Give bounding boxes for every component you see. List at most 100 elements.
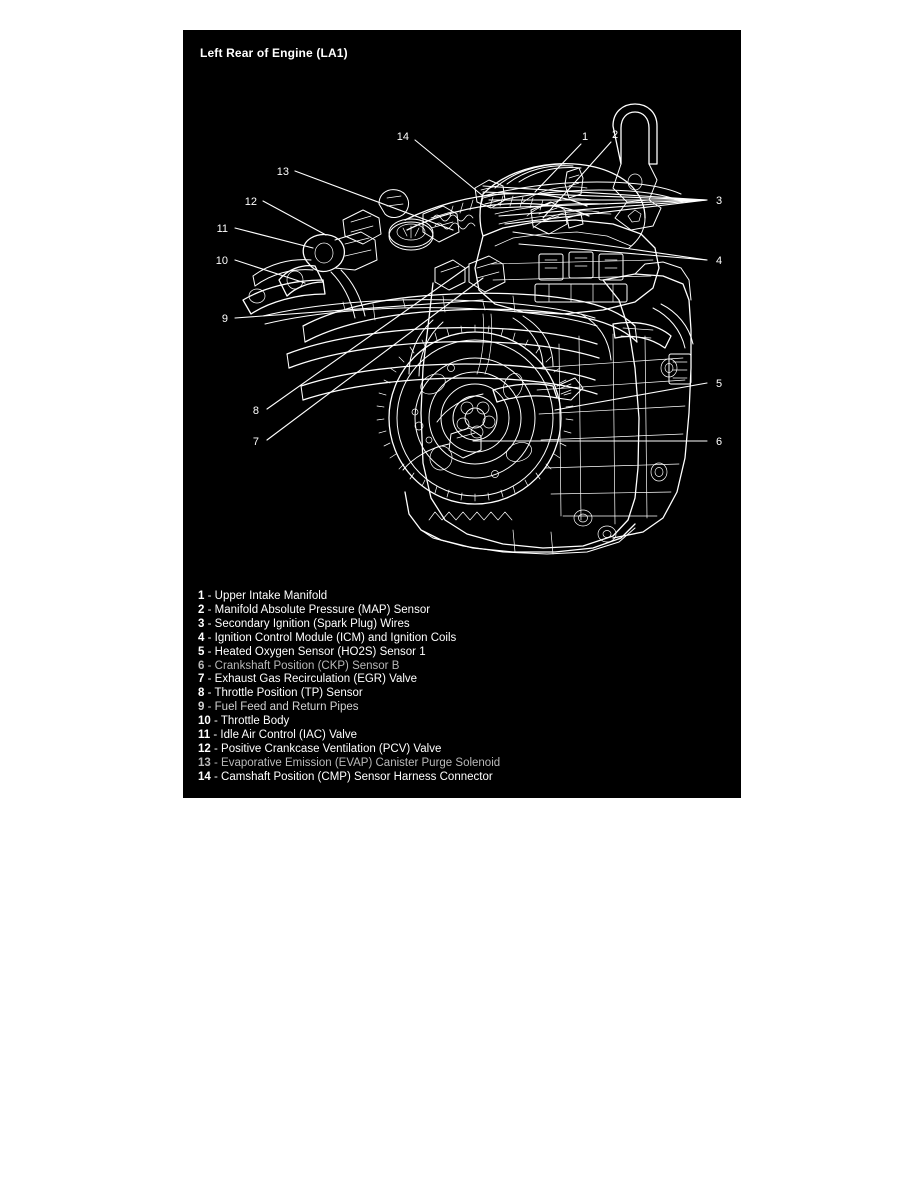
figure-panel: Left Rear of Engine (LA1) .ln { fill:non… [183, 30, 741, 798]
legend-item: 8 - Throttle Position (TP) Sensor [193, 687, 733, 701]
legend-item: 1 - Upper Intake Manifold [193, 590, 733, 604]
legend-item: 3 - Secondary Ignition (Spark Plug) Wire… [193, 618, 733, 632]
legend-label: Idle Air Control (IAC) Valve [220, 729, 357, 742]
iac-valve [342, 209, 382, 245]
legend-number: 5 [198, 645, 205, 658]
callout-13: 13 [277, 166, 289, 178]
legend-dash: - [207, 631, 212, 644]
leader-3a [482, 185, 708, 201]
tp-sensor [434, 259, 466, 291]
accessory-brackets [242, 259, 366, 319]
callout-1: 1 [582, 131, 588, 143]
legend-number: 13 [198, 756, 211, 769]
legend-number: 6 [198, 659, 205, 672]
legend-label: Upper Intake Manifold [214, 590, 328, 602]
legend-dash: - [214, 742, 218, 755]
callout-8: 8 [253, 405, 259, 417]
legend-number: 8 [198, 687, 205, 700]
legend-item: 5 - Heated Oxygen Sensor (HO2S) Sensor 1 [193, 646, 733, 660]
throttle-body-assembly [278, 231, 378, 297]
legend-dash: - [207, 673, 212, 686]
legend-label: Throttle Position (TP) Sensor [214, 687, 363, 700]
callout-6: 6 [716, 436, 722, 448]
flywheel-assembly [376, 324, 574, 505]
legend-dash: - [207, 617, 212, 630]
ignition-coils-icm [534, 251, 628, 303]
callout-5: 5 [716, 378, 722, 390]
leader-3b [482, 191, 708, 201]
ckp-sensor-b [402, 427, 482, 471]
legend-label: Positive Crankcase Ventilation (PCV) Val… [221, 742, 442, 755]
callout-14: 14 [397, 131, 409, 143]
leader-8 [266, 265, 470, 410]
leader-10 [234, 259, 306, 284]
legend-item: 11 - Idle Air Control (IAC) Valve [193, 729, 733, 743]
leader-3e [498, 199, 708, 217]
leader-13 [294, 170, 454, 231]
legend-item: 9 - Fuel Feed and Return Pipes [193, 701, 733, 715]
legend-item: 4 - Ignition Control Module (ICM) and Ig… [193, 632, 733, 646]
legend-dash: - [213, 729, 218, 742]
engine-lift-bracket [612, 103, 662, 231]
legend-number: 10 [198, 715, 211, 728]
leader-3d [492, 199, 708, 209]
legend-item: 7 - Exhaust Gas Recirculation (EGR) Valv… [193, 673, 733, 687]
legend-number: 9 [198, 701, 205, 714]
callout-numbers: 1 2 3 4 5 6 7 8 9 10 11 12 13 14 [216, 129, 722, 448]
legend-label: Exhaust Gas Recirculation (EGR) Valve [214, 673, 418, 686]
legend-item: 6 - Crankshaft Position (CKP) Sensor B [193, 660, 733, 674]
engine-illustration: .ln { fill:none; stroke:#ffffff; stroke-… [183, 68, 741, 578]
legend-item: 13 - Evaporative Emission (EVAP) Caniste… [193, 757, 733, 771]
cylinder-head-assembly [474, 219, 660, 315]
evap-purge-solenoid [422, 205, 460, 243]
leader-5 [554, 382, 708, 411]
legend-number: 12 [198, 742, 211, 755]
leader-2 [542, 141, 612, 219]
legend-list: 1 - Upper Intake Manifold 2 - Manifold A… [193, 590, 733, 785]
callout-12: 12 [245, 196, 257, 208]
leader-14 [414, 139, 484, 197]
legend-number: 3 [198, 617, 205, 630]
cmp-sensor-harness [388, 167, 590, 251]
oil-pan [404, 491, 636, 555]
legend-label: Evaporative Emission (EVAP) Canister Pur… [221, 756, 501, 769]
legend-number: 11 [198, 729, 211, 742]
legend-number: 4 [198, 631, 205, 644]
engine-line-drawing: .ln { fill:none; stroke:#ffffff; stroke-… [216, 103, 722, 555]
legend-dash: - [214, 756, 218, 769]
legend-dash: - [214, 715, 218, 728]
callout-4: 4 [716, 255, 722, 267]
legend-dash: - [207, 590, 212, 602]
leader-7 [266, 277, 484, 441]
legend-dash: - [207, 645, 212, 658]
legend-label: Manifold Absolute Pressure (MAP) Sensor [214, 603, 431, 616]
callout-11: 11 [217, 223, 228, 235]
callout-9: 9 [222, 313, 228, 325]
pcv-valve [378, 189, 410, 218]
legend-item: 14 - Camshaft Position (CMP) Sensor Harn… [193, 771, 733, 785]
callout-10: 10 [216, 255, 228, 267]
legend-number: 14 [198, 770, 211, 783]
leader-11 [234, 227, 314, 249]
legend-number: 1 [198, 590, 205, 602]
lower-hose-runs [286, 326, 600, 401]
hose-tangle-center [408, 313, 612, 377]
legend-dash: - [207, 687, 212, 700]
legend-label: Crankshaft Position (CKP) Sensor B [214, 659, 400, 672]
leader-1 [534, 143, 582, 193]
legend-dash: - [207, 701, 212, 714]
legend-dash: - [214, 770, 218, 783]
leader-4a [512, 231, 708, 261]
legend-label: Fuel Feed and Return Pipes [214, 701, 359, 714]
leader-4b [518, 243, 708, 261]
legend-label: Throttle Body [220, 715, 290, 728]
callout-2: 2 [612, 129, 618, 141]
right-accessory-detail [612, 303, 694, 385]
figure-title: Left Rear of Engine (LA1) [200, 46, 348, 60]
legend-label: Heated Oxygen Sensor (HO2S) Sensor 1 [214, 645, 426, 658]
leader-12 [262, 200, 327, 236]
legend-item: 2 - Manifold Absolute Pressure (MAP) Sen… [193, 604, 733, 618]
legend-number: 7 [198, 673, 205, 686]
callout-3: 3 [716, 195, 722, 207]
